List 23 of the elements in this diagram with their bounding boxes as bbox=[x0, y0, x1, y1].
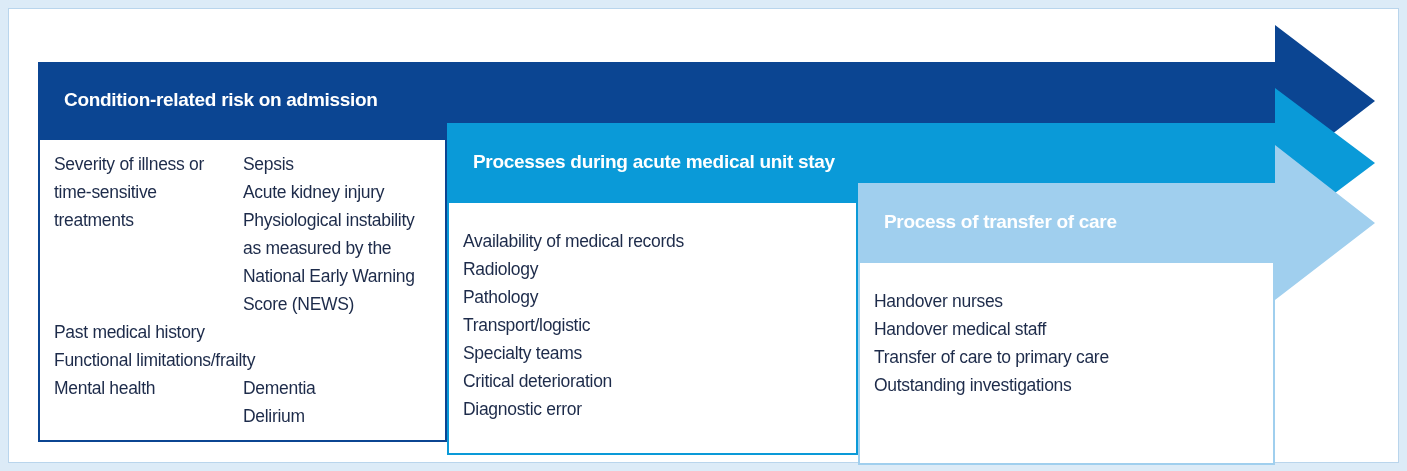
list-item: Availability of medical records bbox=[463, 230, 685, 253]
list-item: Physiological instability as measured by the National Early Warning Score (NEWS) bbox=[243, 209, 416, 316]
list-item: Transfer of care to primary care bbox=[874, 346, 1110, 369]
list-item: Dementia bbox=[243, 377, 317, 400]
list-item: Past medical history bbox=[54, 321, 206, 344]
list-item: Functional limitations/frailty bbox=[54, 349, 257, 372]
list-item: Critical deterioration bbox=[463, 370, 614, 393]
list-item: Sepsis bbox=[243, 153, 295, 176]
list-item: Mental health bbox=[54, 377, 157, 400]
list-item: Transport/logistic bbox=[463, 314, 592, 337]
list-item: Handover nurses bbox=[874, 290, 1004, 313]
banner-heading: Processes during acute medical unit stay bbox=[473, 151, 835, 173]
banner-heading: Process of transfer of care bbox=[884, 211, 1117, 233]
list-item: Severity of illness or time-sensitive treatments bbox=[54, 153, 205, 232]
list-item: Diagnostic error bbox=[463, 398, 583, 421]
list-item: Radiology bbox=[463, 258, 540, 281]
list-item: Outstanding investigations bbox=[874, 374, 1073, 397]
banner-heading: Condition-related risk on admission bbox=[64, 89, 378, 111]
list-item: Delirium bbox=[243, 405, 306, 428]
list-item: Specialty teams bbox=[463, 342, 584, 365]
list-item: Pathology bbox=[463, 286, 540, 309]
list-item: Acute kidney injury bbox=[243, 181, 386, 204]
list-item: Handover medical staff bbox=[874, 318, 1048, 341]
